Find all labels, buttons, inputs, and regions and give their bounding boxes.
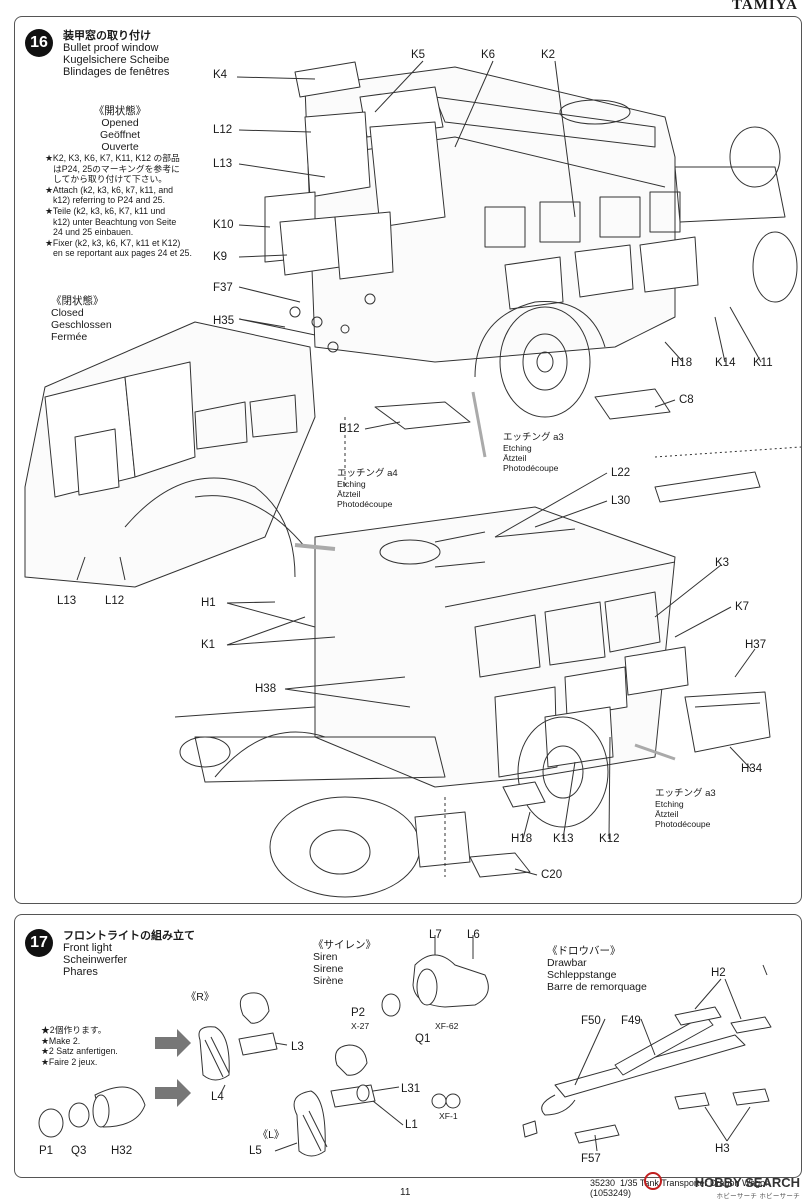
part-label-k11: K11: [753, 357, 773, 369]
part-label-l4: L4: [211, 1091, 224, 1103]
headlight-body: [38, 1086, 146, 1138]
part-label-p1: P1: [39, 1145, 54, 1157]
watermark: HOBBY SEARCH: [694, 1175, 800, 1190]
part-label-q1: Q1: [415, 1033, 431, 1045]
step-17-panel: 17 フロントライトの組み立て Front light Scheinwerfer…: [14, 914, 802, 1178]
part-label-k3: K3: [715, 557, 730, 569]
cab-lower: [174, 391, 801, 898]
step-16-title-fr: Blindages de fenêtres: [63, 66, 170, 78]
part-label-h1: H1: [201, 597, 216, 609]
step-17-assembly-drawing: [38, 935, 772, 1157]
step-17-title-de: Scheinwerfer: [63, 954, 128, 966]
part-label-k1: K1: [201, 639, 216, 651]
part-label-l5: L5: [249, 1145, 262, 1157]
part-label-h3: H3: [715, 1143, 730, 1155]
part-label-l3: L3: [291, 1041, 304, 1053]
step-16-title-de: Kugelsichere Scheibe: [63, 54, 170, 66]
part-label-h38: H38: [255, 683, 277, 695]
paint-x27: X-27: [351, 1021, 370, 1031]
part-label-h32: H32: [111, 1145, 133, 1157]
footer-product-info: 35230 1/35 Tank Transporter Dragon Wagon…: [590, 1178, 771, 1198]
etching-a3-upper-label: エッチング a3 Etching Ätzteil Photodécoupe: [503, 432, 564, 474]
page-number: 11: [400, 1187, 411, 1198]
watermark-sub: ホビーサーチ ホビーサーチ: [716, 1193, 800, 1200]
cab-closed: [24, 321, 316, 588]
part-label-h2: H2: [711, 967, 726, 979]
drawbar-label: 《ドロウバー》 Drawbar Schleppstange Barre de r…: [547, 945, 647, 993]
right-side-label: 《R》: [185, 991, 215, 1003]
part-label-f37: F37: [213, 282, 233, 294]
step-16-panel: 16 装甲窓の取り付け Bullet proof window Kugelsic…: [14, 16, 802, 904]
etching-a3-lower-label: エッチング a3 Etching Ätzteil Photodécoupe: [655, 788, 716, 830]
step-16-assembly-drawing: [24, 60, 801, 898]
part-label-p2: P2: [351, 1007, 366, 1019]
opened-label: 《開状態》 Opened Geöffnet Ouverte: [93, 105, 147, 153]
part-label-h34: H34: [741, 763, 763, 775]
part-label-l13: L13: [213, 158, 233, 170]
part-label-f57: F57: [581, 1153, 601, 1165]
part-label-l1: L1: [405, 1119, 418, 1131]
part-label-k4: K4: [213, 69, 228, 81]
part-label-k14: K14: [715, 357, 736, 369]
step-16-notes: ★K2, K3, K6, K7, K11, K12 の部品 はP24, 25のマ…: [45, 153, 192, 259]
arrow-right-icon: [155, 1029, 191, 1057]
part-label-c8: C8: [679, 394, 694, 406]
part-label-c20: C20: [541, 869, 563, 881]
brand-logo: TAMIYA: [731, 0, 798, 13]
step-16-title-jp: 装甲窓の取り付け: [63, 30, 151, 42]
part-label-l12: L12: [213, 124, 233, 136]
part-label-l13-closed: L13: [57, 595, 77, 607]
part-label-h18-lower: H18: [511, 833, 533, 845]
part-label-f50: F50: [581, 1015, 601, 1027]
part-label-b12: B12: [339, 423, 360, 435]
part-label-l31: L31: [401, 1083, 421, 1095]
part-label-h35: H35: [213, 315, 235, 327]
step-17-title-en: Front light: [63, 942, 112, 954]
step-17-notes: ★2個作ります。 ★Make 2. ★2 Satz anfertigen. ★F…: [41, 1025, 118, 1067]
part-label-k6: K6: [481, 49, 496, 61]
front-light-right: [198, 992, 288, 1094]
part-label-l22: L22: [611, 467, 631, 479]
drawbar-assembly: [522, 964, 772, 1152]
part-label-h18: H18: [671, 357, 693, 369]
part-label-l30: L30: [611, 495, 631, 507]
part-label-k7: K7: [735, 601, 750, 613]
etching-a4-label: エッチング a4 Etching Ätzteil Photodécoupe: [337, 468, 398, 510]
siren-label: 《サイレン》 Siren Sirene Sirène: [313, 939, 376, 987]
cab-upper: [236, 60, 798, 430]
part-label-l12-closed: L12: [105, 595, 125, 607]
part-label-k9: K9: [213, 251, 228, 263]
part-label-k10: K10: [213, 219, 234, 231]
step-16-number: 16: [25, 29, 53, 57]
part-label-h37: H37: [745, 639, 767, 651]
part-label-k2: K2: [541, 49, 556, 61]
part-label-k5: K5: [411, 49, 426, 61]
closed-label: 《閉状態》 Closed Geschlossen Fermée: [51, 295, 112, 343]
left-side-label: 《L》: [257, 1129, 285, 1141]
paint-xf62: XF-62: [435, 1021, 459, 1031]
front-light-left: [274, 1044, 404, 1157]
step-17-number: 17: [25, 929, 53, 957]
step-17-title-jp: フロントライトの組み立て: [63, 930, 195, 942]
watermark-logo-icon: [644, 1172, 662, 1190]
arrow-right-icon: [155, 1079, 191, 1107]
step-17-title-fr: Phares: [63, 966, 98, 978]
paint-xf1: XF-1: [439, 1111, 458, 1121]
part-label-q3: Q3: [71, 1145, 87, 1157]
siren-assembly: [381, 935, 489, 1109]
part-label-f49: F49: [621, 1015, 641, 1027]
step-16-title-en: Bullet proof window: [63, 42, 159, 54]
